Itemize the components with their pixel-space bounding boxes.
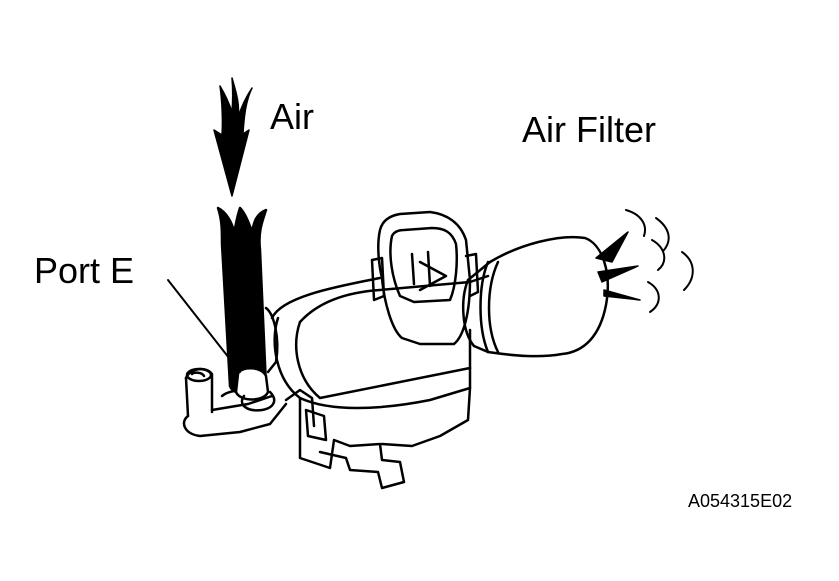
air-label: Air	[270, 96, 314, 137]
port-e-leader-line	[167, 279, 241, 373]
inlet-hose	[216, 206, 279, 412]
air-discharge-icon	[595, 209, 694, 313]
airflow-arrow-icon	[213, 77, 253, 197]
electrical-connector	[370, 210, 480, 346]
air-filter-canister	[462, 235, 610, 358]
port-e-label: Port E	[34, 250, 135, 291]
port-e-nozzle	[182, 367, 288, 438]
air-filter-label: Air Filter	[522, 109, 656, 150]
figure-code: A054315E02	[688, 491, 793, 511]
valve-body	[270, 274, 490, 490]
